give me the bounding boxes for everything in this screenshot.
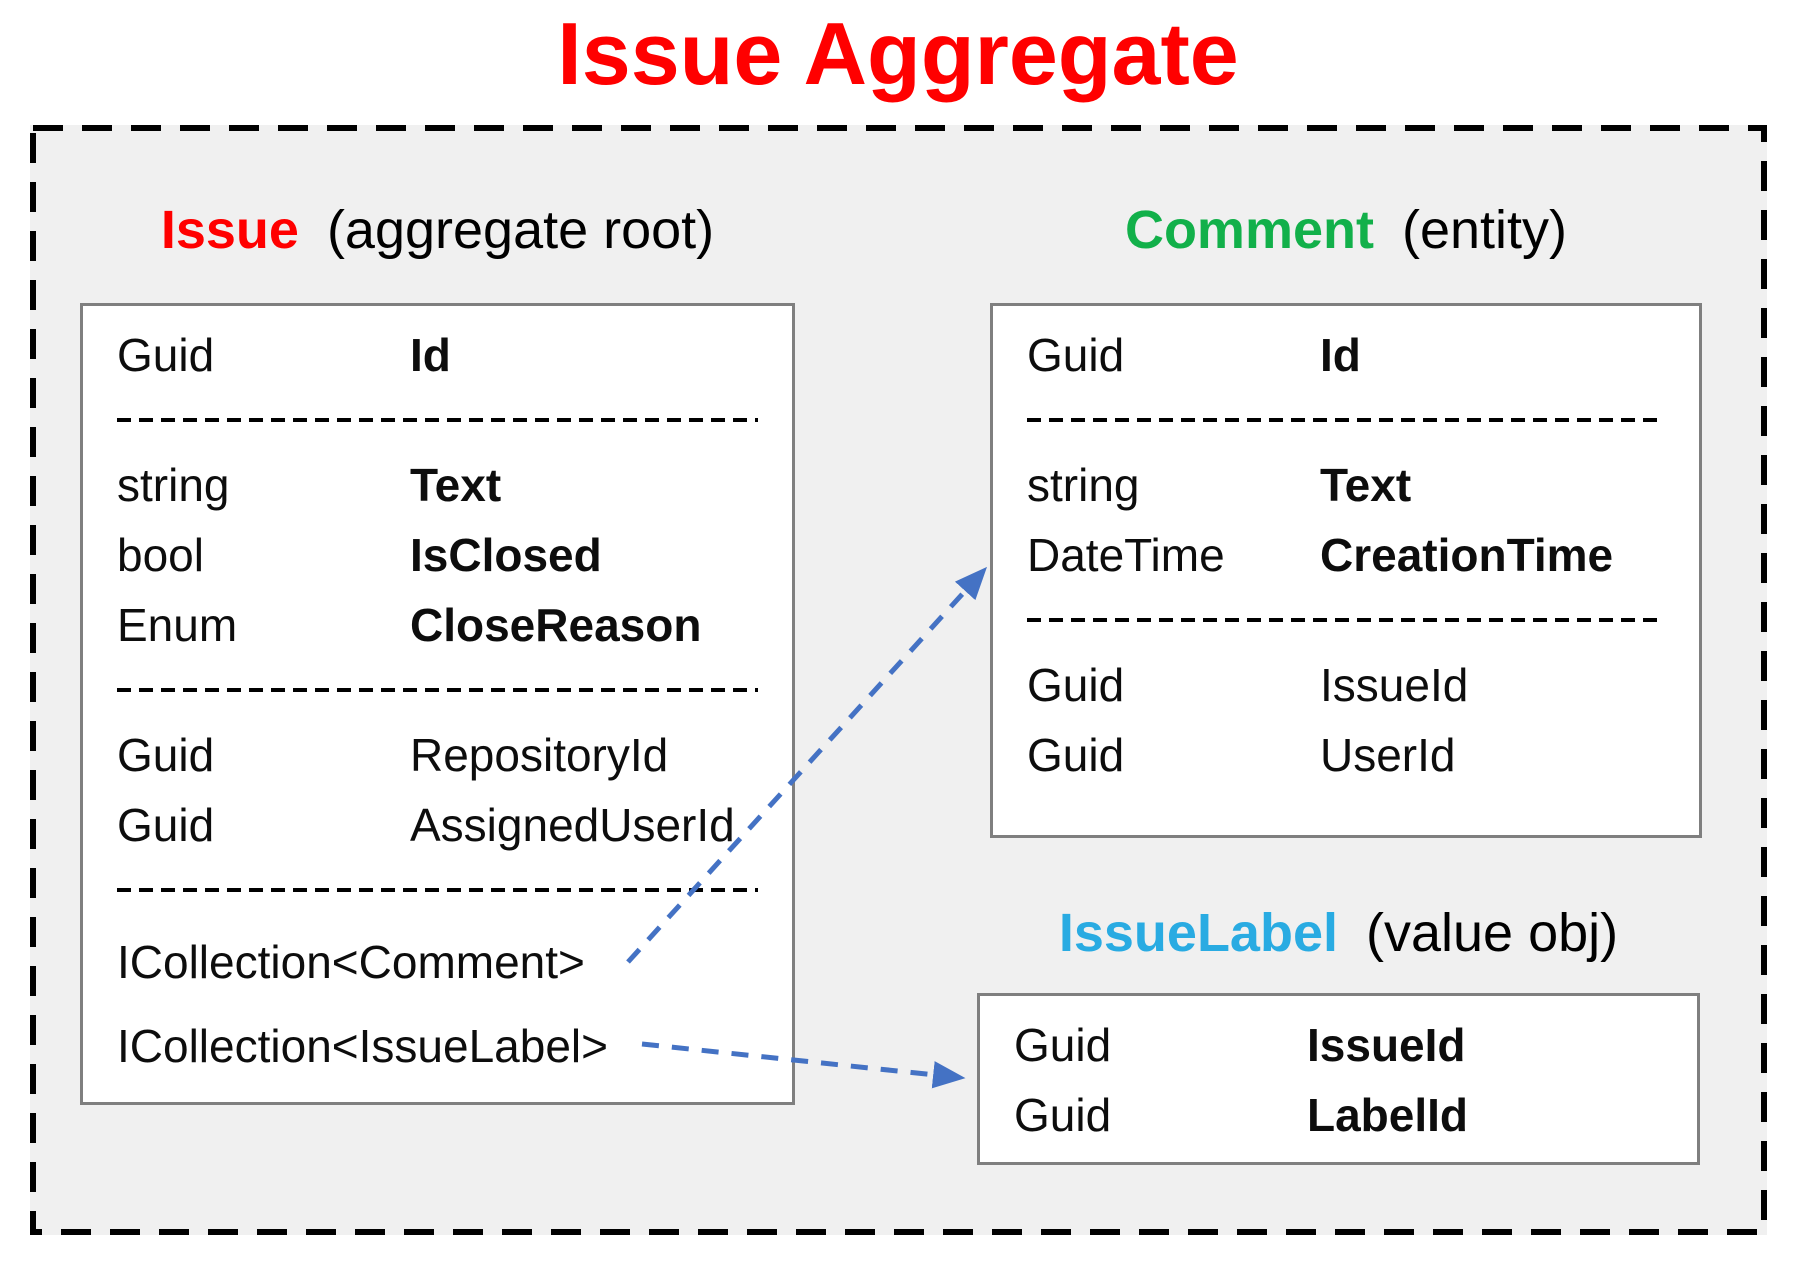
field-name: RepositoryId	[410, 729, 669, 781]
field-name: Text	[1320, 459, 1412, 511]
field-type: Guid	[1027, 329, 1125, 381]
field-row: Guid AssignedUserId	[117, 790, 758, 860]
field-row: Guid Id	[1027, 320, 1665, 390]
separator-line	[117, 888, 758, 892]
field-type: Enum	[117, 599, 238, 651]
field-type: Guid	[1027, 729, 1125, 781]
separator-line	[117, 418, 758, 422]
issuelabel-name: IssueLabel	[1058, 903, 1338, 963]
field-name: Text	[410, 459, 502, 511]
separator-line	[1027, 618, 1665, 622]
field-row: string Text	[1027, 450, 1665, 520]
field-row: Guid RepositoryId	[117, 720, 758, 790]
field-row: Guid UserId	[1027, 720, 1665, 790]
field-type: string	[1027, 459, 1140, 511]
field-name: AssignedUserId	[410, 799, 735, 851]
comment-header: Comment (entity)	[990, 190, 1702, 270]
field-name: UserId	[1320, 729, 1456, 781]
field-name: IssueId	[1307, 1019, 1466, 1071]
field-type: Guid	[117, 799, 215, 851]
field-type: DateTime	[1027, 529, 1225, 581]
issue-kind-label: (aggregate root)	[326, 200, 715, 260]
issue-name: Issue	[160, 200, 299, 260]
field-name: IssueId	[1320, 659, 1469, 711]
issuelabel-kind-label: (value obj)	[1366, 903, 1619, 963]
field-name: Id	[410, 329, 451, 381]
field-type: Guid	[1027, 659, 1125, 711]
field-type: Guid	[117, 729, 215, 781]
field-name: LabelId	[1307, 1089, 1469, 1141]
page-title: Issue Aggregate	[557, 4, 1239, 103]
separator-line	[117, 688, 758, 692]
issue-header: Issue (aggregate root)	[80, 190, 795, 270]
comment-name: Comment	[1124, 200, 1374, 260]
field-row: bool IsClosed	[117, 520, 758, 590]
field-type: Guid	[1014, 1089, 1112, 1141]
field-type: bool	[117, 529, 204, 581]
collection-row: ICollection<IssueLabel>	[117, 1020, 608, 1072]
field-name: CreationTime	[1320, 529, 1614, 581]
field-type: Guid	[1014, 1019, 1112, 1071]
field-name: IsClosed	[410, 529, 602, 581]
separator-line	[1027, 418, 1665, 422]
field-row: Guid LabelId	[1014, 1080, 1663, 1150]
field-row: Guid IssueId	[1027, 650, 1665, 720]
field-name: Id	[1320, 329, 1361, 381]
field-type: Guid	[117, 329, 215, 381]
field-row: Guid Id	[117, 320, 758, 390]
comment-kind-label: (entity)	[1401, 200, 1568, 260]
field-name: CloseReason	[410, 599, 702, 651]
issuelabel-header: IssueLabel (value obj)	[977, 893, 1700, 973]
field-type: string	[117, 459, 230, 511]
collection-row: ICollection<Comment>	[117, 936, 585, 988]
field-row: DateTime CreationTime	[1027, 520, 1665, 590]
field-row: Guid IssueId	[1014, 1010, 1663, 1080]
field-row: Enum CloseReason	[117, 590, 758, 660]
field-row: string Text	[117, 450, 758, 520]
